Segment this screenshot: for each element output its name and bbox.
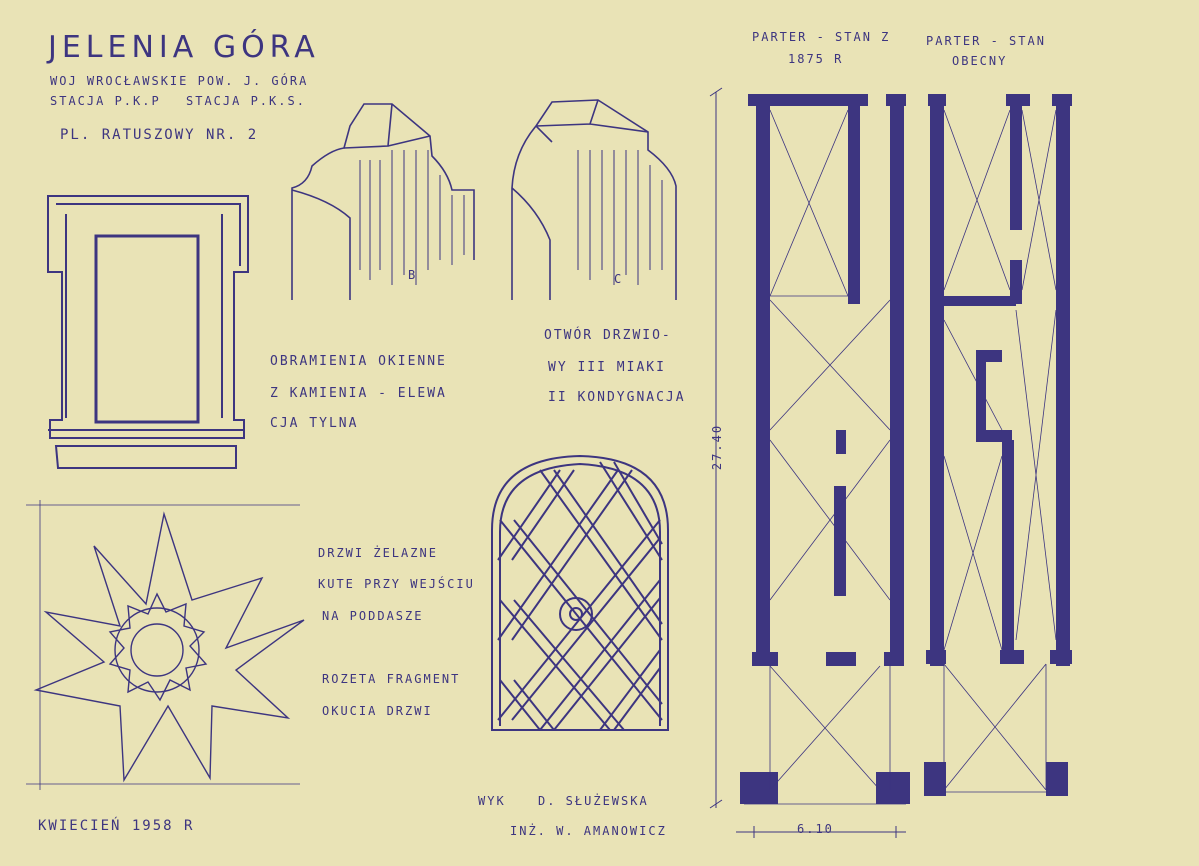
author-label: WYK <box>478 794 506 808</box>
plan-1875-label: PARTER - STAN Z <box>752 30 891 44</box>
plan-current-sub: OBECNY <box>952 54 1008 68</box>
engineer-name: INŻ. W. AMANOWICZ <box>510 824 667 838</box>
plan-1875-year: 1875 R <box>788 52 844 66</box>
window-frame-drawing <box>47 195 249 469</box>
plan-current-label: PARTER - STAN <box>926 34 1046 48</box>
author-name: D. SŁUŻEWSKA <box>538 794 649 808</box>
page-title: JELENIA GÓRA <box>48 30 320 65</box>
note-rosette-line2: OKUCIA DRZWI <box>322 704 433 718</box>
star-ornament-drawing <box>26 500 305 790</box>
note-door-line1: OTWÓR DRZWIO- <box>544 328 672 343</box>
note-window-line1: OBRAMIENIA OKIENNE <box>270 354 447 369</box>
station-pks: STACJA P.K.S. <box>186 94 306 108</box>
note-window-line2: Z KAMIENIA - ELEWA <box>270 386 447 401</box>
detail-c-label: C <box>614 272 624 286</box>
profile-c-drawing <box>511 99 677 300</box>
detail-b-label: B <box>408 268 418 282</box>
address: PL. RATUSZOWY NR. 2 <box>60 127 259 143</box>
note-rosette-line1: ROZETA FRAGMENT <box>322 672 461 686</box>
note-iron-line2: KUTE PRZY WEJŚCIU <box>318 577 475 591</box>
location-line: WOJ WROCŁAWSKIE POW. J. GÓRA <box>50 74 309 88</box>
station-pkp: STACJA P.K.P <box>50 94 161 108</box>
floor-plan-current <box>924 94 1072 796</box>
note-iron-line1: DRZWI ŻELAZNE <box>318 546 438 560</box>
note-iron-line3: NA PODDASZE <box>322 609 424 623</box>
lattice-door-drawing <box>491 454 669 731</box>
note-window-line3: CJA TYLNA <box>270 416 359 431</box>
profile-b-drawing <box>291 103 475 300</box>
dimension-lines <box>709 87 906 838</box>
note-door-line3: II KONDYGNACJA <box>548 390 686 405</box>
drawing-date: KWIECIEŃ 1958 R <box>38 818 195 834</box>
note-door-line2: WY III MIAKI <box>548 360 666 375</box>
floor-plan-1875 <box>740 94 910 805</box>
